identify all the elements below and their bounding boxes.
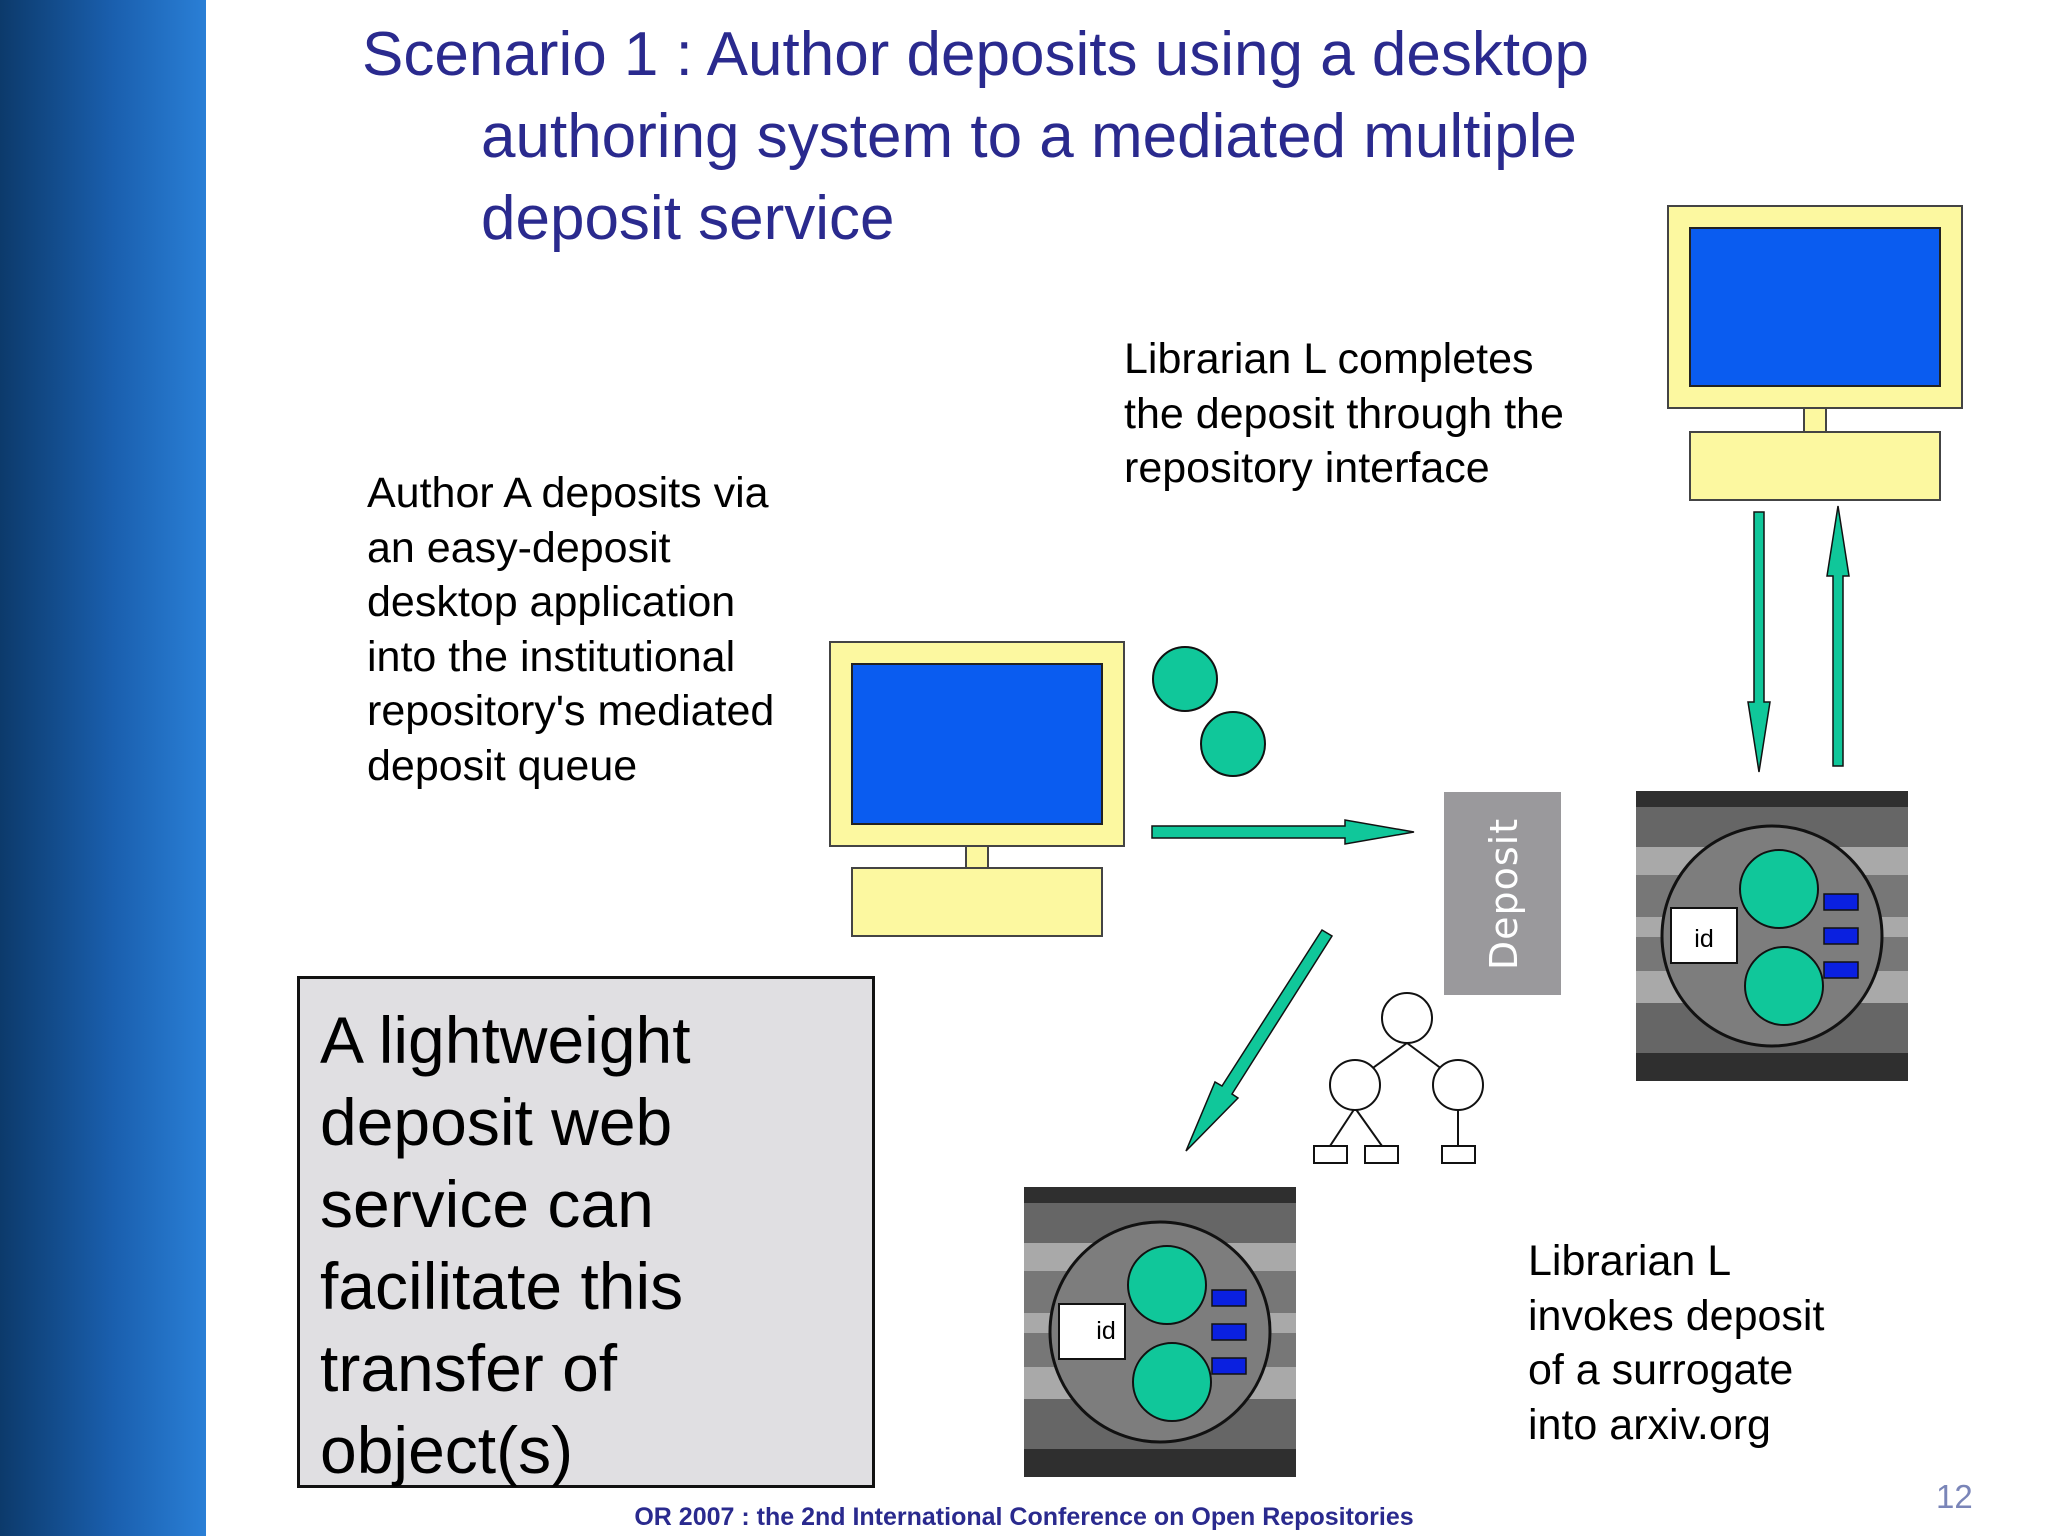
lightweight-line: transfer of — [320, 1331, 618, 1405]
conference-footer: OR 2007 : the 2nd International Conferen… — [634, 1503, 1414, 1531]
arxiv-id-label: id — [1096, 1317, 1115, 1345]
object-circle-icon — [1152, 646, 1218, 712]
lightweight-service-text: A lightweight deposit web service can fa… — [320, 999, 691, 1491]
arrow-up-icon — [1826, 505, 1850, 767]
arrow-down-icon — [1747, 511, 1771, 773]
sidebar-gradient — [0, 0, 206, 1536]
author-caption-line: into the institutional — [367, 632, 736, 681]
librarian-invokes-line: of a surrogate — [1528, 1346, 1794, 1394]
librarian-completes-line: Librarian L completes — [1124, 335, 1534, 383]
page-number: 12 — [1936, 1478, 1973, 1515]
lightweight-line: A lightweight — [320, 1003, 691, 1077]
author-computer-icon — [829, 641, 1125, 937]
deposit-box: Deposit — [1444, 792, 1561, 995]
librarian-completes-caption: Librarian L completes the deposit throug… — [1124, 332, 1564, 496]
author-caption-line: deposit queue — [367, 741, 638, 790]
deposit-label: Deposit — [1482, 818, 1526, 970]
title-line-2: authoring system to a mediated multiple — [481, 102, 1577, 171]
author-caption: Author A deposits via an easy-deposit de… — [367, 466, 774, 793]
slide-title: Scenario 1 : Author deposits using a des… — [362, 14, 1822, 260]
librarian-invokes-line: Librarian L — [1528, 1237, 1732, 1285]
lightweight-service-callout: A lightweight deposit web service can fa… — [297, 976, 875, 1488]
lightweight-line: object(s) — [320, 1413, 574, 1487]
librarian-invokes-line: into arxiv.org — [1528, 1400, 1771, 1449]
arrow-right-icon — [1151, 819, 1415, 845]
author-caption-line: an easy-deposit — [367, 523, 671, 572]
lightweight-line: facilitate this — [320, 1249, 684, 1323]
arrow-down-left-icon — [1185, 928, 1334, 1152]
arxiv-repository-icon: id — [1022, 1185, 1298, 1479]
author-caption-line: Author A deposits via — [367, 469, 769, 517]
lightweight-line: deposit web — [320, 1085, 673, 1159]
object-circle-icon — [1200, 711, 1266, 777]
institutional-repository-icon: id — [1634, 789, 1910, 1083]
repository-id-label: id — [1694, 925, 1713, 953]
author-caption-line: repository's mediated — [367, 687, 775, 735]
librarian-completes-line: repository interface — [1124, 444, 1490, 492]
librarian-invokes-caption: Librarian L invokes deposit of a surroga… — [1528, 1234, 1824, 1452]
lightweight-line: service can — [320, 1167, 654, 1241]
librarian-computer-icon — [1667, 205, 1963, 501]
librarian-invokes-line: invokes deposit — [1528, 1291, 1825, 1340]
title-line-1: Scenario 1 : Author deposits using a des… — [362, 20, 1590, 89]
author-caption-line: desktop application — [367, 578, 736, 626]
librarian-completes-line: the deposit through the — [1124, 389, 1564, 438]
title-line-3: deposit service — [481, 184, 895, 253]
object-tree-icon — [1313, 992, 1484, 1164]
